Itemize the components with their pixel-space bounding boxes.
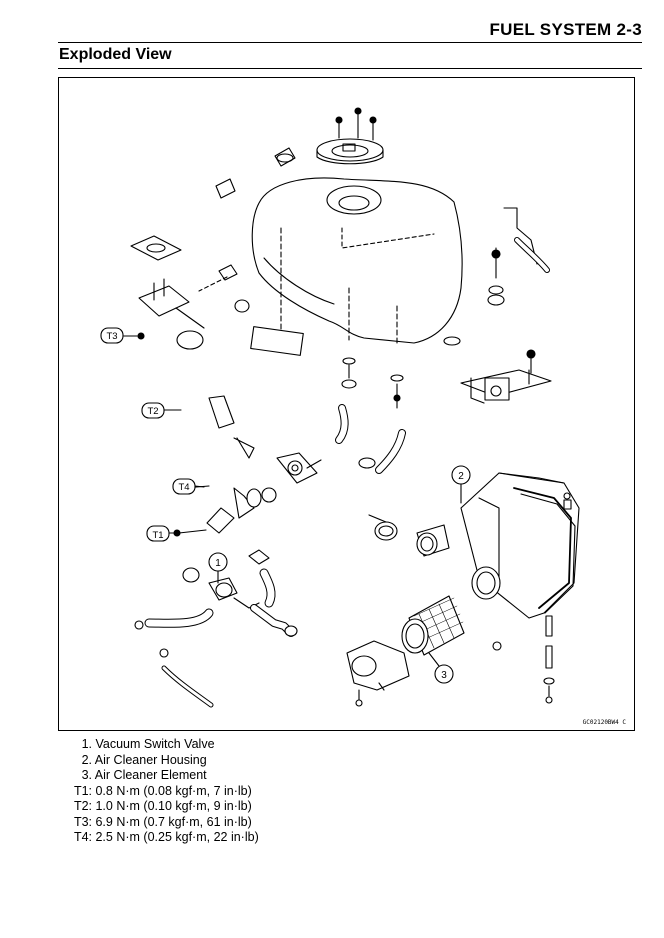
callout-t2: T2 [141, 402, 182, 419]
exploded-view-drawing: 1 2 3 T1 T2 T3 T4 [100, 107, 580, 708]
rear-tank-bracket [460, 207, 552, 404]
legend-item-number: T3: [73, 814, 92, 829]
legend-item-number: 2. [81, 752, 92, 767]
legend-item-number: T2: [73, 799, 92, 813]
callout-t4: T4 [172, 478, 205, 495]
legend-item-text: 6.9 N·m (0.7 kgf·m, 61 in·lb) [95, 814, 252, 829]
section-title: Exploded View [59, 46, 172, 63]
legend-item-text: 0.8 N·m (0.08 kgf·m, 7 in·lb) [95, 783, 252, 798]
air-cleaner-duct [346, 640, 410, 707]
legend-item-text: Air Cleaner Element [94, 768, 207, 782]
chapter-title: FUEL SYSTEM 2-3 [489, 20, 642, 39]
filler-cap [316, 107, 384, 165]
legend-item-text: 2.5 N·m (0.25 kgf·m, 22 in·lb) [95, 830, 259, 844]
legend-item-number: T1: [73, 783, 92, 798]
callout-2-label: 2 [458, 471, 464, 482]
air-cleaner-housing [460, 472, 580, 619]
vacuum-switch-valve [134, 567, 298, 708]
fuel-pump-assembly [130, 235, 304, 356]
rubber-dampers [215, 147, 296, 313]
callout-t3: T3 [100, 327, 124, 344]
legend-item: T3: 6.9 N·m (0.7 kgf·m, 61 in·lb) [68, 815, 259, 831]
legend: 1. Vacuum Switch Valve 2. Air Cleaner Ho… [68, 737, 259, 846]
callout-3: 3 [428, 652, 454, 684]
callout-t4-label: T4 [178, 482, 189, 493]
callout-2: 2 [451, 465, 471, 504]
legend-item-text: Air Cleaner Housing [94, 752, 207, 767]
section-rule [58, 68, 642, 69]
callout-t1: T1 [146, 525, 178, 542]
callout-t1-label: T1 [152, 530, 163, 541]
callout-t2-label: T2 [147, 406, 158, 417]
intake-sleeve [368, 514, 450, 557]
legend-item: T2: 1.0 N·m (0.10 kgf·m, 9 in·lb) [68, 799, 259, 815]
legend-item-text: 1.0 N·m (0.10 kgf·m, 9 in·lb) [95, 799, 252, 813]
legend-item-number: 1. [81, 737, 92, 751]
fuel-tap-and-hoses [173, 357, 406, 608]
legend-item-text: Vacuum Switch Valve [95, 737, 215, 751]
drain-hose-parts [492, 615, 555, 704]
legend-item: 3. Air Cleaner Element [68, 768, 259, 784]
air-cleaner-element [401, 595, 465, 656]
callout-3-label: 3 [441, 670, 447, 681]
legend-item: T1: 0.8 N·m (0.08 kgf·m, 7 in·lb) [68, 784, 259, 800]
exploded-view-figure: 1 2 3 T1 T2 T3 T4 [58, 77, 635, 731]
legend-item: T4: 2.5 N·m (0.25 kgf·m, 22 in·lb) [68, 830, 259, 846]
header-rule [58, 42, 642, 43]
legend-item-number: 3. [81, 768, 92, 782]
t3-bolt-head [137, 332, 145, 340]
fuel-tank [251, 177, 463, 349]
figure-code: GC02120BW4 C [582, 719, 626, 726]
callout-1: 1 [208, 552, 228, 584]
legend-item-number: T4: [73, 830, 92, 844]
callout-t3-label: T3 [106, 331, 117, 342]
legend-item: 2. Air Cleaner Housing [68, 753, 259, 769]
legend-item: 1. Vacuum Switch Valve [68, 737, 259, 753]
callout-1-label: 1 [215, 558, 221, 569]
